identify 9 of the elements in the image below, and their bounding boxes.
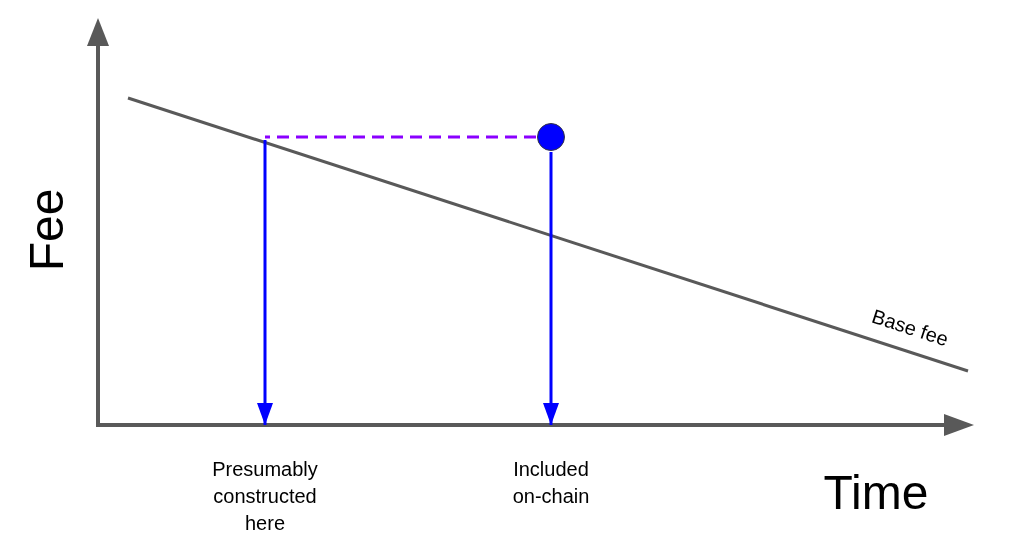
arrow	[257, 140, 273, 425]
axis-title: Fee	[18, 188, 74, 272]
line-label: Base fee	[868, 304, 952, 352]
arrow	[543, 152, 559, 425]
dot-marker	[537, 123, 565, 151]
axis-caption: Included on-chain	[501, 425, 601, 515]
axis-caption: Presumably constructed here	[195, 425, 335, 540]
connector-line	[265, 135, 536, 139]
axis-title: Time	[823, 464, 929, 520]
